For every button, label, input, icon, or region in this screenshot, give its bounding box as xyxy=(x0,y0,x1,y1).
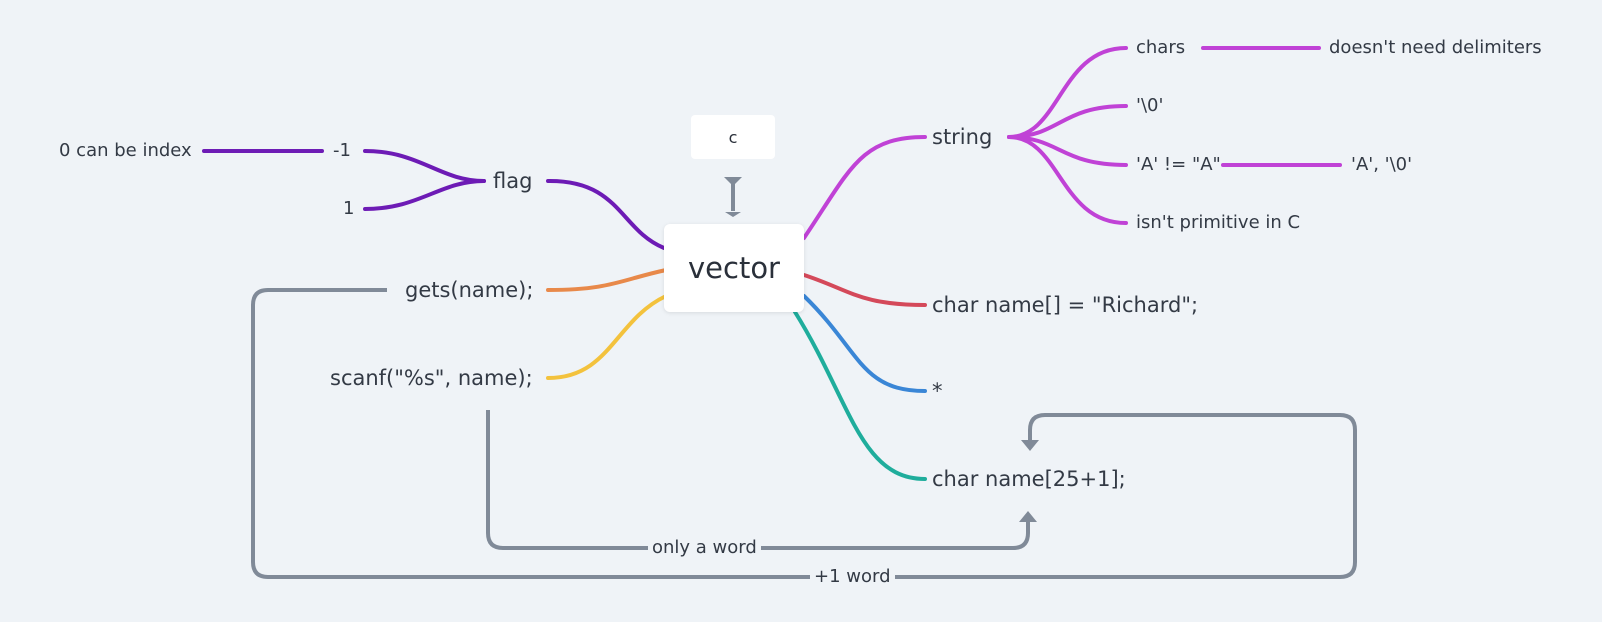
branch-line-char-size xyxy=(793,310,927,481)
branch-line-flag-one xyxy=(363,179,486,211)
topic-delimiters-note[interactable]: doesn't need delimiters xyxy=(1329,36,1542,60)
topic-null-char-label: '\0' xyxy=(1136,95,1164,116)
branch-line-gets xyxy=(546,268,668,292)
topic-char-size-label: char name[25+1]; xyxy=(932,467,1126,491)
topic-char-vs-string[interactable]: 'A' != "A" xyxy=(1136,153,1221,177)
branch-line-chars xyxy=(1007,46,1128,139)
branch-line-flag xyxy=(546,178,666,250)
topic-null-char[interactable]: '\0' xyxy=(1136,94,1163,118)
topic-flag-one[interactable]: 1 xyxy=(343,197,354,221)
topic-flag-minus-one-label: -1 xyxy=(333,140,351,161)
branch-line-flag-minus-one xyxy=(363,149,486,183)
topic-string-label: string xyxy=(932,125,993,149)
relationship-label-plus-word[interactable]: +1 word xyxy=(810,566,895,588)
topic-scanf[interactable]: scanf("%s", name); xyxy=(330,366,533,390)
relationship-line-plus-word xyxy=(251,288,1357,579)
topic-flag[interactable]: flag xyxy=(493,169,532,193)
branch-line-null-char xyxy=(1007,104,1128,139)
topic-gets[interactable]: gets(name); xyxy=(405,278,533,302)
topic-flag-one-label: 1 xyxy=(343,198,355,219)
topic-flag-minus-one[interactable]: -1 xyxy=(333,139,351,163)
topic-string[interactable]: string xyxy=(932,125,992,149)
relationship-arrow-plus-word xyxy=(1021,440,1039,451)
topic-char-size[interactable]: char name[25+1]; xyxy=(932,467,1126,491)
topic-char-pair-note-label: 'A', '\0' xyxy=(1351,154,1413,175)
topic-flag-label: flag xyxy=(493,169,533,193)
branch-line-not-primitive xyxy=(1007,135,1128,225)
callout-connector-bottom xyxy=(725,212,741,217)
relationship-label-only-word-text: only a word xyxy=(652,537,757,558)
topic-not-primitive[interactable]: isn't primitive in C xyxy=(1136,211,1300,235)
callout-node[interactable]: c xyxy=(691,115,775,159)
topic-pointer-label: * xyxy=(932,379,943,403)
central-topic-label: vector xyxy=(688,251,780,285)
branch-line-char-init xyxy=(802,273,927,307)
topic-zero-index-note-label: 0 can be index xyxy=(59,140,192,161)
relationship-arrow-only-word xyxy=(1019,511,1037,522)
callout-connector-top xyxy=(724,177,742,186)
topic-delimiters-note-label: doesn't need delimiters xyxy=(1329,37,1542,58)
branch-line-scanf xyxy=(546,294,668,380)
topic-scanf-label: scanf("%s", name); xyxy=(330,366,533,390)
central-topic[interactable]: vector xyxy=(664,224,804,312)
topic-not-primitive-label: isn't primitive in C xyxy=(1136,212,1301,233)
topic-char-pair-note[interactable]: 'A', '\0' xyxy=(1351,153,1412,177)
topic-char-init[interactable]: char name[] = "Richard"; xyxy=(932,293,1198,317)
branch-line-string xyxy=(802,135,927,240)
callout-label: c xyxy=(728,127,738,147)
topic-zero-index-note[interactable]: 0 can be index xyxy=(59,139,192,163)
topic-pointer[interactable]: * xyxy=(932,379,943,403)
topic-chars[interactable]: chars xyxy=(1136,36,1185,60)
relationship-label-only-word[interactable]: only a word xyxy=(648,537,761,559)
topic-chars-label: chars xyxy=(1136,37,1186,58)
relationship-label-plus-word-text: +1 word xyxy=(814,566,891,587)
branch-line-pointer xyxy=(802,294,927,393)
topic-gets-label: gets(name); xyxy=(405,278,534,302)
topic-char-init-label: char name[] = "Richard"; xyxy=(932,293,1199,317)
topic-char-vs-string-label: 'A' != "A" xyxy=(1136,154,1221,175)
